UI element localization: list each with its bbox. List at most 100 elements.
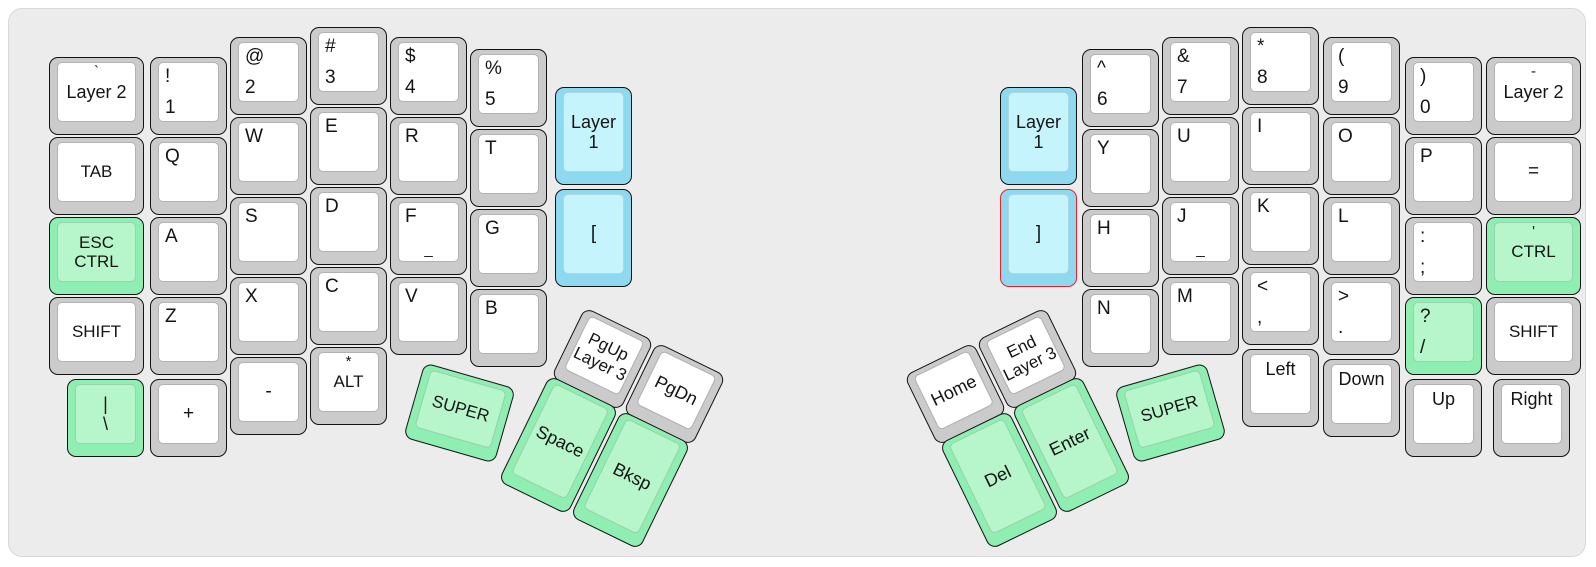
key-2[interactable]: @2: [230, 37, 307, 115]
key-3-label: 3: [325, 66, 336, 88]
key-slash[interactable]: ?/: [1405, 297, 1482, 375]
key-minus-layer2[interactable]: -Layer 2: [1486, 57, 1581, 135]
key-a[interactable]: A: [150, 217, 227, 295]
key-comma[interactable]: <,: [1242, 267, 1319, 345]
key-super-left-cap: SUPER: [413, 369, 507, 449]
key-pipe-backslash-label: | \: [102, 393, 108, 434]
key-9[interactable]: (9: [1323, 37, 1400, 115]
key-d-cap: D: [318, 192, 379, 252]
key-tab-label: TAB: [80, 162, 113, 182]
key-r[interactable]: R: [390, 117, 467, 195]
key-minus-layer2-label: -: [1531, 63, 1536, 80]
key-i[interactable]: I: [1242, 107, 1319, 185]
key-quote-ctrl-cap: 'CTRL: [1494, 222, 1573, 282]
key-j-cap: J_: [1170, 202, 1231, 262]
key-5-cap: %5: [478, 54, 539, 114]
key-plus-cap: +: [158, 384, 219, 444]
key-layer2-left-cap: `Layer 2: [57, 62, 136, 122]
key-tab[interactable]: TAB: [49, 137, 144, 215]
key-layer1-right[interactable]: Layer 1: [1000, 87, 1077, 185]
key-period-cap: >.: [1331, 282, 1392, 342]
key-left-bracket[interactable]: [: [555, 189, 632, 287]
key-x-label: X: [245, 286, 258, 307]
key-esc-ctrl[interactable]: ESC CTRL: [49, 217, 144, 295]
key-m[interactable]: M: [1162, 277, 1239, 355]
key-shift-left-cap: SHIFT: [57, 302, 136, 362]
key-8[interactable]: *8: [1242, 27, 1319, 105]
key-l[interactable]: L: [1323, 197, 1400, 275]
key-pipe-backslash[interactable]: | \: [67, 379, 144, 457]
key-1-label: !: [165, 66, 171, 87]
key-b[interactable]: B: [470, 289, 547, 367]
key-shift-right-cap: SHIFT: [1494, 302, 1573, 362]
key-minus-left-cap: -: [238, 362, 299, 422]
key-w[interactable]: W: [230, 117, 307, 195]
key-s-label: S: [245, 206, 258, 227]
key-c[interactable]: C: [310, 267, 387, 345]
key-comma-cap: <,: [1250, 272, 1311, 332]
key-v[interactable]: V: [390, 277, 467, 355]
key-5-label: 5: [485, 88, 496, 110]
key-arrow-up[interactable]: Up: [1405, 379, 1482, 457]
key-shift-left-label: SHIFT: [71, 322, 122, 342]
key-y[interactable]: Y: [1082, 129, 1159, 207]
key-shift-right[interactable]: SHIFT: [1486, 297, 1581, 375]
key-end-layer3-label: End Layer 3: [999, 331, 1060, 385]
key-left-bracket-label: [: [590, 223, 597, 245]
key-t[interactable]: T: [470, 129, 547, 207]
key-z[interactable]: Z: [150, 297, 227, 375]
key-0[interactable]: )0: [1405, 57, 1482, 135]
key-n-label: N: [1097, 298, 1111, 319]
key-o[interactable]: O: [1323, 117, 1400, 195]
key-r-cap: R: [398, 122, 459, 182]
key-arrow-up-cap: Up: [1413, 384, 1474, 444]
key-arrow-down[interactable]: Down: [1323, 359, 1400, 437]
key-home-label: Home: [927, 370, 980, 410]
key-3[interactable]: #3: [310, 27, 387, 105]
key-4[interactable]: $4: [390, 37, 467, 115]
key-g[interactable]: G: [470, 209, 547, 287]
key-6-label: 6: [1097, 88, 1108, 110]
key-quote-ctrl[interactable]: 'CTRL: [1486, 217, 1581, 295]
key-minus-left[interactable]: -: [230, 357, 307, 435]
key-i-cap: I: [1250, 112, 1311, 172]
key-p[interactable]: P: [1405, 137, 1482, 215]
key-7[interactable]: &7: [1162, 37, 1239, 115]
key-k[interactable]: K: [1242, 187, 1319, 265]
key-super-right[interactable]: SUPER: [1113, 362, 1227, 464]
key-right-bracket-label: ]: [1035, 223, 1042, 245]
key-layer1-left[interactable]: Layer 1: [555, 87, 632, 185]
key-z-label: Z: [165, 306, 177, 327]
key-h[interactable]: H: [1082, 209, 1159, 287]
key-layer2-left[interactable]: `Layer 2: [49, 57, 144, 135]
key-arrow-left[interactable]: Left: [1242, 349, 1319, 427]
key-right-bracket[interactable]: ]: [1000, 189, 1077, 287]
key-period[interactable]: >.: [1323, 277, 1400, 355]
key-6[interactable]: ^6: [1082, 49, 1159, 127]
key-6-cap: ^6: [1090, 54, 1151, 114]
key-8-cap: *8: [1250, 32, 1311, 92]
key-equals[interactable]: =: [1486, 137, 1581, 215]
key-plus[interactable]: +: [150, 379, 227, 457]
key-star-alt-label: *: [345, 353, 352, 370]
key-v-label: V: [405, 286, 418, 307]
key-super-left[interactable]: SUPER: [402, 362, 516, 464]
key-arrow-right[interactable]: Right: [1493, 379, 1570, 457]
key-s[interactable]: S: [230, 197, 307, 275]
key-f[interactable]: F_: [390, 197, 467, 275]
key-q[interactable]: Q: [150, 137, 227, 215]
key-quote-ctrl-label: ': [1532, 223, 1535, 240]
key-u[interactable]: U: [1162, 117, 1239, 195]
key-star-alt[interactable]: *ALT: [310, 347, 387, 425]
key-9-label: 9: [1338, 76, 1349, 98]
key-e[interactable]: E: [310, 107, 387, 185]
key-semicolon[interactable]: :;: [1405, 217, 1482, 295]
key-j[interactable]: J_: [1162, 197, 1239, 275]
key-x[interactable]: X: [230, 277, 307, 355]
key-5[interactable]: %5: [470, 49, 547, 127]
key-n[interactable]: N: [1082, 289, 1159, 367]
key-4-cap: $4: [398, 42, 459, 102]
key-shift-left[interactable]: SHIFT: [49, 297, 144, 375]
key-d[interactable]: D: [310, 187, 387, 265]
key-1[interactable]: !1: [150, 57, 227, 135]
